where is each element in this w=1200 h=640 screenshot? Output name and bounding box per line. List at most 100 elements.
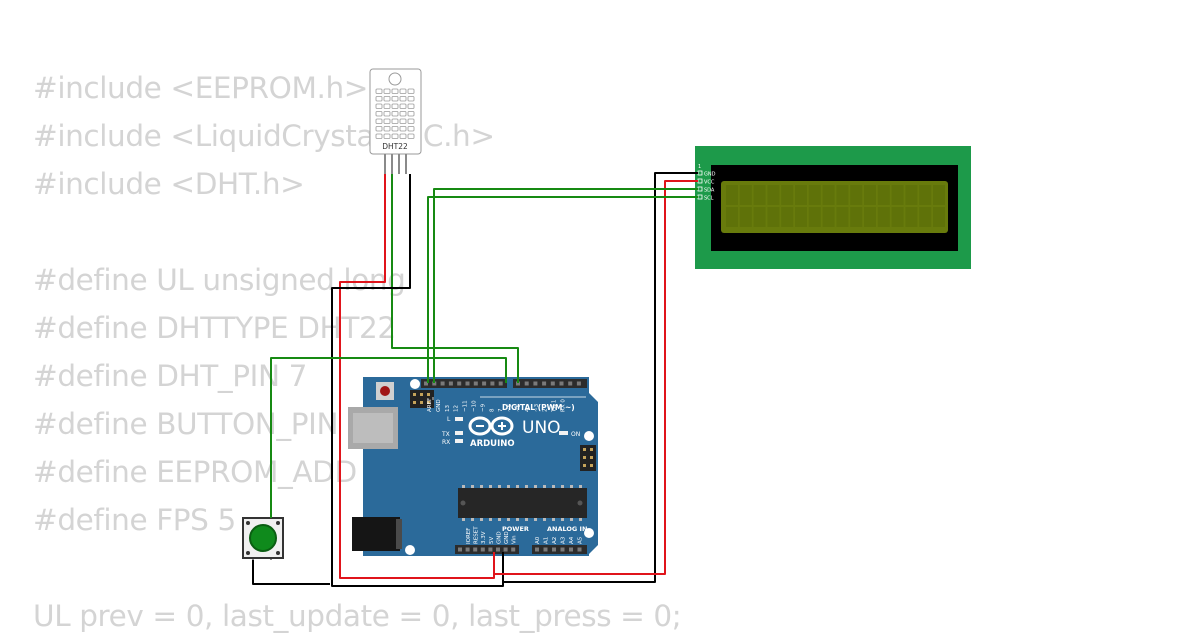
lcd-cell bbox=[919, 185, 932, 205]
push-button[interactable] bbox=[242, 517, 284, 560]
grille-slot bbox=[391, 118, 399, 124]
button-cap[interactable] bbox=[249, 524, 277, 552]
header-pin[interactable] bbox=[432, 381, 437, 386]
lcd-cell bbox=[808, 207, 821, 227]
grille-slot bbox=[399, 96, 407, 102]
lcd-cell bbox=[795, 207, 807, 227]
lcd-cell bbox=[850, 185, 863, 205]
svg-text:L: L bbox=[447, 416, 451, 423]
lcd-cell bbox=[891, 185, 904, 205]
grille-slot bbox=[383, 111, 391, 117]
header-pin[interactable] bbox=[465, 547, 470, 552]
header-pin[interactable] bbox=[516, 381, 520, 386]
pin-label: RX 0 bbox=[561, 399, 567, 412]
grille-slot bbox=[383, 88, 391, 94]
digital-label: DIGITAL (PWM ~) bbox=[502, 403, 575, 412]
code-editor-text: #include <EEPROM.h>#include <LiquidCryst… bbox=[33, 64, 682, 640]
grille-slot bbox=[391, 133, 399, 139]
analog-label: ANALOG IN bbox=[547, 525, 587, 533]
pin-label: 12 bbox=[454, 405, 460, 412]
grille-slot bbox=[399, 111, 407, 117]
lcd-pin-label: SDA bbox=[704, 188, 715, 194]
led-rx bbox=[455, 439, 463, 443]
header-pin[interactable] bbox=[482, 381, 487, 386]
header-pin[interactable] bbox=[535, 547, 539, 552]
lcd-cell bbox=[781, 185, 794, 205]
lcd-cell bbox=[919, 207, 932, 227]
grille-slot bbox=[407, 133, 415, 139]
code-line: #define EEPROM_ADD bbox=[33, 455, 357, 489]
header-pin[interactable] bbox=[560, 547, 565, 552]
reset-button-cap bbox=[380, 386, 390, 396]
grille-slot bbox=[383, 96, 391, 102]
lcd-cell bbox=[864, 207, 876, 227]
pin-label: A1 bbox=[544, 537, 550, 544]
header-pin[interactable] bbox=[457, 381, 462, 386]
board-model: UNO bbox=[522, 418, 561, 438]
grille-slot bbox=[375, 118, 383, 124]
grille-slot bbox=[407, 126, 415, 132]
lcd-cell bbox=[877, 185, 890, 205]
pin-label: 7 bbox=[498, 408, 504, 412]
power-label: POWER bbox=[502, 525, 529, 533]
code-line: UL prev = 0, last_update = 0, last_press… bbox=[33, 599, 682, 633]
header-pin[interactable] bbox=[503, 547, 508, 552]
header-pin[interactable] bbox=[480, 547, 485, 552]
grille-slot bbox=[375, 126, 383, 132]
pin-label: ~6 bbox=[507, 403, 513, 412]
lcd-cell bbox=[808, 185, 821, 205]
code-line: #define DHTTYPE DHT22 bbox=[33, 311, 396, 345]
header-pin[interactable] bbox=[496, 547, 500, 552]
header-pin[interactable] bbox=[473, 547, 478, 552]
pin-label: A4 bbox=[569, 536, 575, 544]
header-pin[interactable] bbox=[524, 381, 529, 386]
header-pin[interactable] bbox=[448, 381, 453, 386]
grille-slot bbox=[375, 103, 383, 109]
header-pin[interactable] bbox=[511, 547, 516, 552]
header-pin[interactable] bbox=[576, 381, 581, 386]
pin-label: ~9 bbox=[480, 403, 486, 412]
pin-label: 4 bbox=[525, 408, 531, 412]
grille-slot bbox=[375, 133, 383, 139]
dht22-hole bbox=[388, 72, 402, 86]
pin-label: 2 bbox=[543, 409, 549, 413]
lcd-display[interactable]: 1 GND VCC SDA SCL bbox=[695, 146, 971, 269]
grille-slot bbox=[383, 103, 391, 109]
wire-red bbox=[494, 180, 698, 575]
svg-text:1: 1 bbox=[698, 164, 701, 170]
header-pin[interactable] bbox=[473, 381, 478, 386]
wire-green bbox=[391, 174, 519, 383]
header-pin[interactable] bbox=[498, 381, 503, 386]
lcd-cell bbox=[795, 185, 807, 205]
header-pin[interactable] bbox=[465, 381, 470, 386]
pin-label: Vin bbox=[512, 535, 518, 544]
header-pin[interactable] bbox=[533, 381, 538, 386]
header-pin[interactable] bbox=[552, 547, 556, 552]
header-pin[interactable] bbox=[543, 547, 548, 552]
header-pin[interactable] bbox=[488, 547, 493, 552]
header-pin[interactable] bbox=[424, 381, 428, 386]
pin-label: A3 bbox=[561, 536, 567, 544]
header-pin[interactable] bbox=[542, 381, 547, 386]
lcd-cell bbox=[864, 185, 876, 205]
arduino-logo-icon bbox=[468, 416, 514, 436]
lcd-pin-label: SCL bbox=[704, 196, 714, 202]
icsp-header-right bbox=[580, 445, 596, 471]
header-pin[interactable] bbox=[568, 381, 573, 386]
lcd-cell bbox=[822, 207, 835, 227]
header-pin[interactable] bbox=[490, 381, 495, 386]
header-pin[interactable] bbox=[440, 381, 445, 386]
pin-label: GND bbox=[436, 399, 442, 412]
lcd-cell bbox=[905, 207, 918, 227]
mounting-hole bbox=[584, 528, 594, 538]
header-pin[interactable] bbox=[550, 381, 555, 386]
header-pin[interactable] bbox=[559, 381, 564, 386]
dht22-sensor[interactable]: DHT22 bbox=[369, 68, 422, 174]
header-pin[interactable] bbox=[569, 547, 573, 552]
header-pin[interactable] bbox=[577, 547, 582, 552]
led-on bbox=[559, 431, 568, 435]
dht22-label: DHT22 bbox=[382, 142, 408, 151]
led-tx bbox=[455, 431, 463, 435]
header-pin[interactable] bbox=[458, 547, 462, 552]
